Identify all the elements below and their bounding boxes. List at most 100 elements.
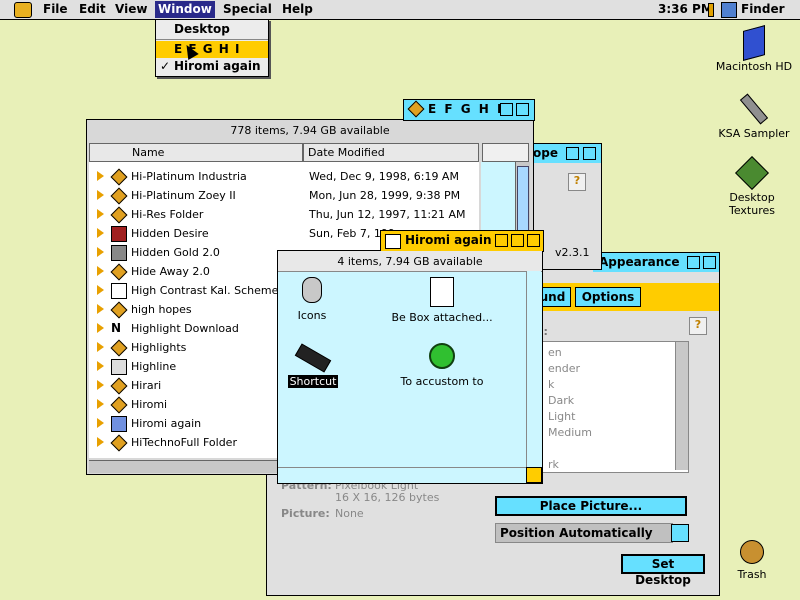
list-item[interactable]: HiTechnoFull Folder — [89, 433, 469, 452]
desktop-icon-trash[interactable]: Trash — [722, 540, 782, 581]
efghi-titlebar[interactable]: E F G H I — [403, 99, 535, 121]
collapse-box[interactable] — [516, 103, 529, 116]
help-button[interactable]: ? — [689, 317, 707, 335]
finder-app-icon[interactable] — [721, 2, 737, 18]
appearance-titlebar[interactable]: Appearance — [593, 253, 719, 272]
scope-title: ope — [533, 146, 558, 160]
column-header-name[interactable]: Name — [89, 143, 303, 162]
close-box[interactable] — [495, 234, 508, 247]
desktop-icon-macintosh-hd[interactable]: Macintosh HD — [712, 25, 796, 73]
folder-icon — [110, 187, 128, 205]
list-item[interactable]: Hide Away 2.0 — [89, 262, 469, 281]
list-item[interactable]: Hirari — [89, 376, 469, 395]
folder-icon — [110, 206, 128, 224]
file-date: Wed, Dec 9, 1998, 6:19 AM — [309, 170, 459, 183]
application-menu-finder[interactable]: Finder — [741, 2, 785, 16]
set-desktop-button[interactable]: Set Desktop — [621, 554, 705, 587]
list-item[interactable]: Highlights — [89, 338, 469, 357]
zoom-box[interactable] — [511, 234, 524, 247]
disclosure-triangle-icon[interactable] — [97, 190, 104, 200]
disclosure-triangle-icon[interactable] — [97, 304, 104, 314]
collapse-box[interactable] — [583, 147, 596, 160]
document-icon — [430, 277, 454, 307]
disclosure-triangle-icon[interactable] — [97, 418, 104, 428]
position-popup[interactable]: Position Automatically — [495, 523, 673, 543]
picture-value: None — [335, 507, 364, 520]
list-item[interactable]: Light — [548, 410, 576, 423]
tab-options[interactable]: Options — [575, 287, 641, 307]
desktop-item-to-accustom-to[interactable]: To accustom to — [396, 343, 488, 388]
popup-arrow-icon[interactable] — [671, 524, 689, 542]
file-name: high hopes — [131, 303, 192, 316]
zoom-box[interactable] — [500, 103, 513, 116]
help-button[interactable]: ? — [568, 173, 586, 191]
hiromi-titlebar[interactable]: Hiromi again — [380, 230, 544, 252]
disclosure-triangle-icon[interactable] — [97, 209, 104, 219]
menu-item-desktop[interactable]: Desktop — [156, 21, 268, 38]
menu-bar: File Edit View Window Special Help 3:36 … — [0, 0, 800, 20]
item-label: Icons — [297, 309, 327, 322]
disclosure-triangle-icon[interactable] — [97, 285, 104, 295]
menu-item-efghi[interactable]: E F G H I — [156, 41, 268, 58]
place-picture-button[interactable]: Place Picture... — [495, 496, 687, 516]
collapse-box[interactable] — [703, 256, 716, 269]
desktop-icon-ksa-sampler[interactable]: KSA Sampler — [712, 93, 796, 140]
disclosure-triangle-icon[interactable] — [97, 266, 104, 276]
checkmark-icon: ✓ — [160, 59, 171, 73]
disclosure-triangle-icon[interactable] — [97, 437, 104, 447]
disclosure-triangle-icon[interactable] — [97, 380, 104, 390]
file-name: Highlight Download — [131, 322, 239, 335]
menu-help[interactable]: Help — [282, 2, 313, 16]
collapse-box[interactable] — [527, 234, 540, 247]
menu-window[interactable]: Window — [155, 1, 215, 18]
menu-special[interactable]: Special — [223, 2, 272, 16]
desktop-item-shortcut[interactable]: Shortcut — [286, 343, 340, 388]
disclosure-triangle-icon[interactable] — [97, 361, 104, 371]
list-item[interactable]: en — [548, 346, 562, 359]
column-header-date[interactable]: Date Modified — [303, 143, 479, 162]
list-item[interactable]: Dark — [548, 394, 575, 407]
vertical-scrollbar[interactable] — [526, 271, 541, 467]
disclosure-triangle-icon[interactable] — [97, 171, 104, 181]
menu-view[interactable]: View — [115, 2, 148, 16]
folder-icon — [110, 377, 128, 395]
list-item[interactable]: k — [548, 378, 555, 391]
list-item[interactable]: high hopes — [89, 300, 469, 319]
menu-edit[interactable]: Edit — [79, 2, 106, 16]
zoom-box[interactable] — [687, 256, 700, 269]
disclosure-triangle-icon[interactable] — [97, 228, 104, 238]
disclosure-triangle-icon[interactable] — [97, 399, 104, 409]
sound-icon[interactable] — [708, 3, 714, 17]
disclosure-triangle-icon[interactable] — [97, 247, 104, 257]
list-item[interactable]: rk — [548, 458, 559, 471]
item-label: Be Box attached... — [391, 311, 493, 324]
menu-item-hiromi-again[interactable]: ✓ Hiromi again — [156, 58, 268, 75]
apple-menu-icon[interactable] — [14, 2, 32, 18]
clock[interactable]: 3:36 PM — [658, 2, 713, 16]
list-item[interactable]: Medium — [548, 426, 592, 439]
list-item[interactable]: Hiromi again — [89, 414, 469, 433]
horizontal-scrollbar[interactable] — [278, 467, 526, 482]
menu-file[interactable]: File — [43, 2, 68, 16]
list-item[interactable]: Hiromi — [89, 395, 469, 414]
appearance-title: Appearance — [599, 255, 680, 269]
list-item[interactable]: ender — [548, 362, 581, 375]
list-item[interactable]: Highline — [89, 357, 469, 376]
disclosure-triangle-icon[interactable] — [97, 323, 104, 333]
sort-direction-button[interactable] — [482, 143, 529, 162]
zoom-box[interactable] — [566, 147, 579, 160]
desktop-icon-desktop-textures[interactable]: Desktop Textures — [706, 156, 798, 217]
list-item[interactable]: High Contrast Kal. SchemeUPD — [89, 281, 469, 300]
disclosure-triangle-icon[interactable] — [97, 342, 104, 352]
file-name: HiTechnoFull Folder — [131, 436, 237, 449]
list-scrollbar[interactable] — [675, 342, 688, 470]
resize-handle[interactable] — [526, 467, 542, 483]
desktop-item-be-box[interactable]: Be Box attached... — [390, 277, 494, 324]
desktop-item-icons[interactable]: Icons — [288, 277, 336, 322]
list-item[interactable]: Hidden Gold 2.0 — [89, 243, 469, 262]
